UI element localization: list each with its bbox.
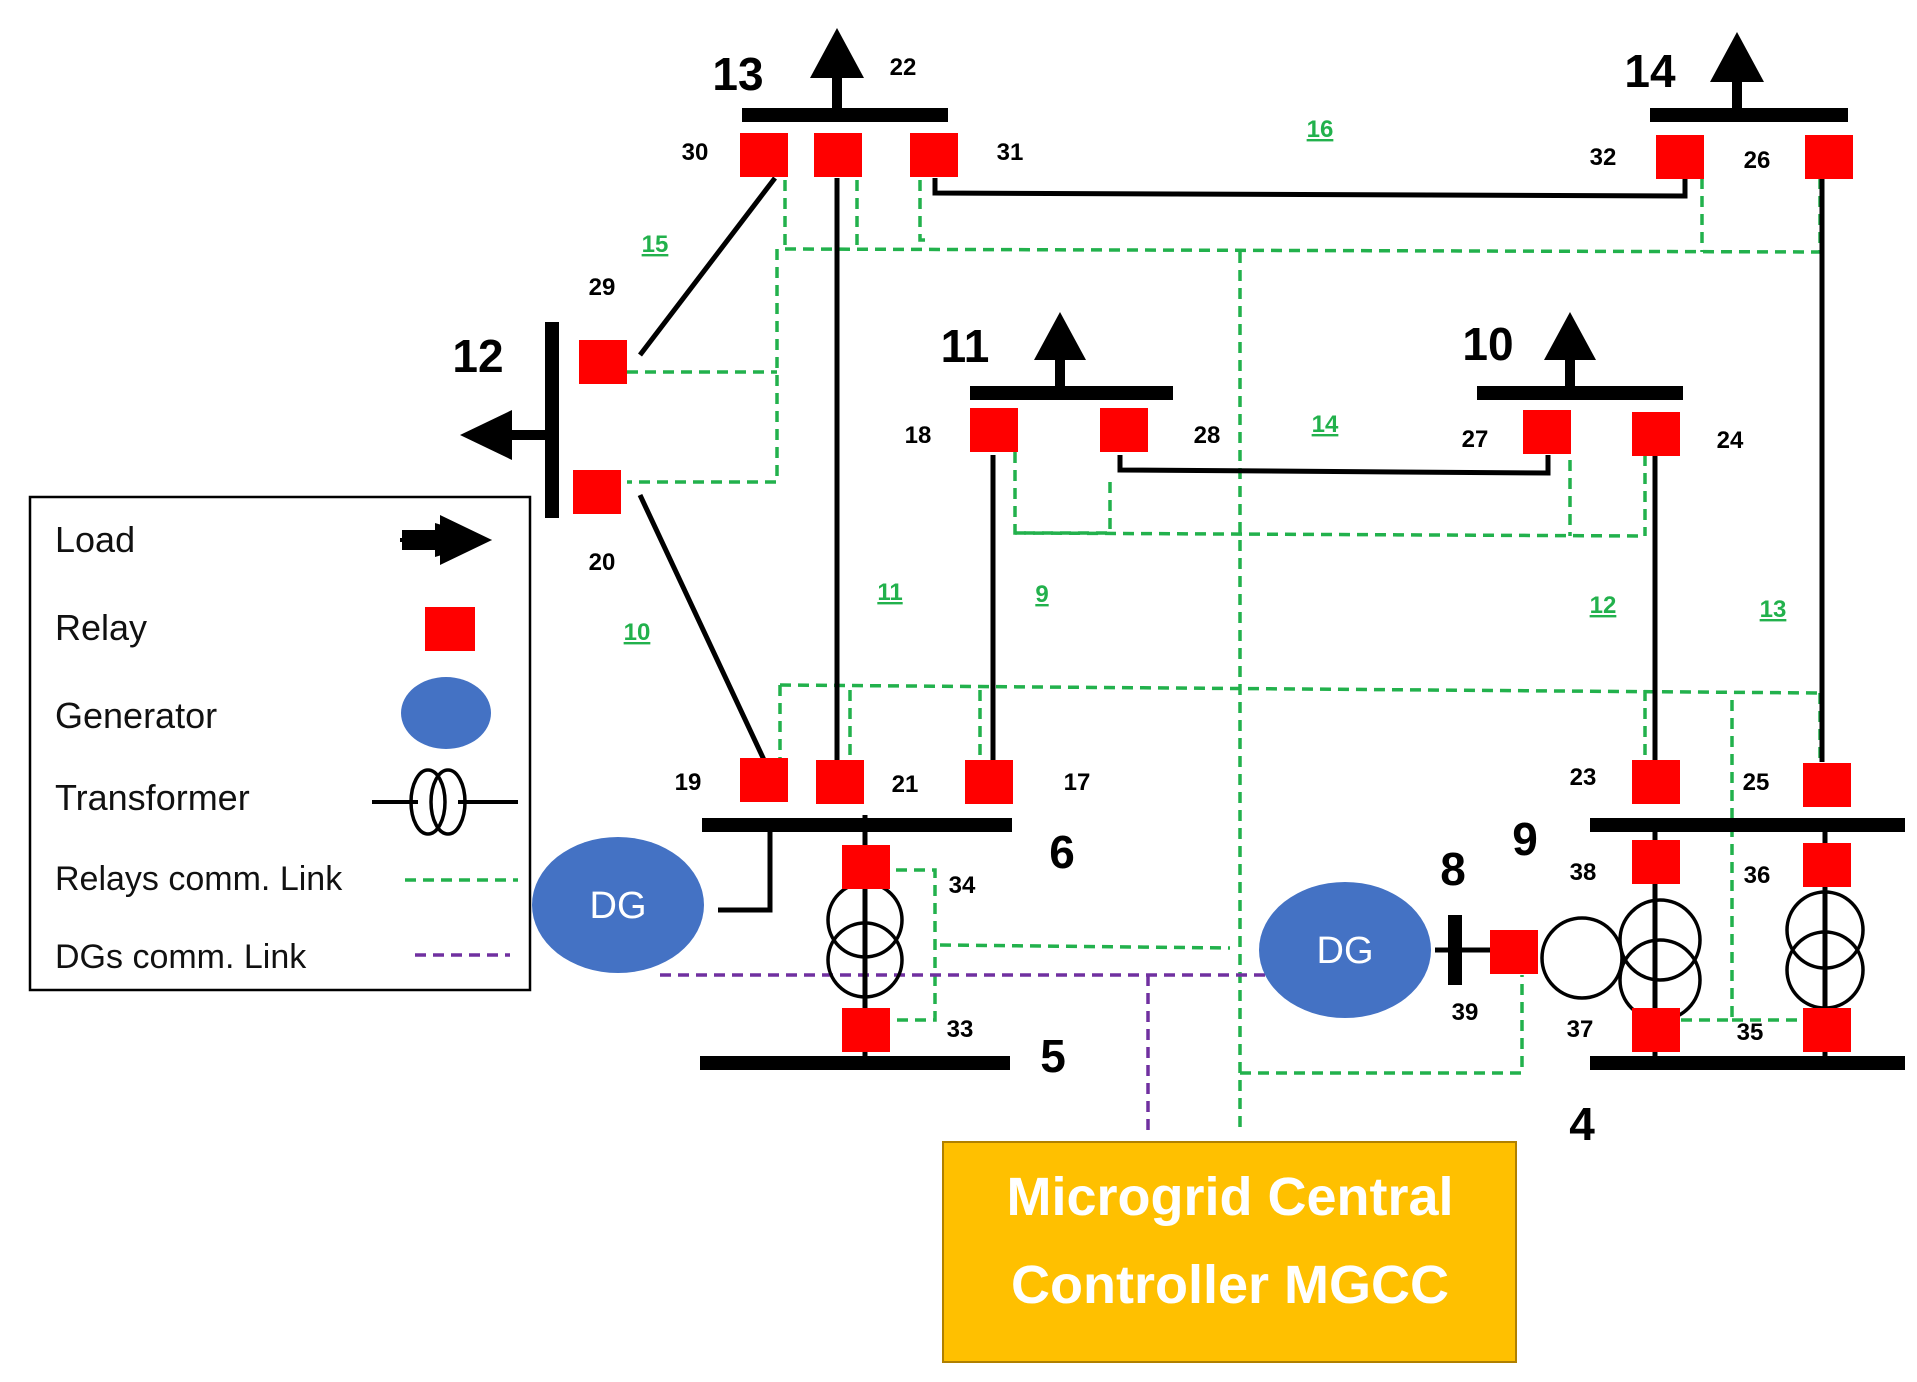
relays-comm-links <box>627 178 1822 1130</box>
relay-label: 17 <box>1064 769 1091 796</box>
load-arrow-icon <box>1544 312 1596 360</box>
bus-label-12: 12 <box>452 330 503 382</box>
relay-19 <box>740 758 788 802</box>
bus-label-13: 13 <box>712 48 763 100</box>
relay-33 <box>842 1008 890 1052</box>
mgcc-box: Microgrid Central Controller MGCC <box>942 1141 1517 1363</box>
line-label: 12 <box>1590 592 1617 619</box>
mgcc-title-line2: Controller MGCC <box>1011 1255 1449 1315</box>
relay-icon <box>425 607 475 651</box>
line-label: 13 <box>1760 596 1787 623</box>
generator-dg-left: DG <box>532 837 704 973</box>
relay-label: 38 <box>1570 859 1597 886</box>
relay-31 <box>910 133 958 177</box>
relay-label: 36 <box>1744 862 1771 889</box>
bus-label-9: 9 <box>1512 813 1538 865</box>
dg-left-label: DG <box>590 885 647 927</box>
bus-labels: 13 14 12 11 10 6 5 4 8 9 <box>452 45 1676 1150</box>
relay-25 <box>1803 763 1851 807</box>
line-label: 10 <box>624 619 651 646</box>
generator-dg-right: DG <box>1259 882 1431 1018</box>
legend-relays-link-label: Relays comm. Link <box>55 860 343 898</box>
relay-label: 20 <box>589 549 616 576</box>
relay-label: 21 <box>892 771 919 798</box>
mgcc-title-line1: Microgrid Central <box>1006 1167 1453 1227</box>
relay-30 <box>740 133 788 177</box>
relay-28 <box>1100 408 1148 452</box>
bus-label-14: 14 <box>1624 45 1676 97</box>
load-arrows <box>460 28 1764 460</box>
bus-label-4: 4 <box>1569 1098 1595 1150</box>
relay-22 <box>814 133 862 177</box>
relay-26 <box>1805 135 1853 179</box>
relay-label: 35 <box>1737 1019 1764 1046</box>
legend-relay-label: Relay <box>55 607 147 648</box>
relay-36 <box>1803 843 1851 887</box>
relay-label: 22 <box>890 54 917 81</box>
relay-labels: 30 22 31 32 26 29 20 18 28 27 24 19 21 1… <box>589 54 1771 1046</box>
line-label: 9 <box>1035 581 1048 608</box>
relays <box>573 133 1853 1052</box>
relay-37 <box>1632 1008 1680 1052</box>
relay-38 <box>1632 840 1680 884</box>
relay-34 <box>842 845 890 889</box>
relay-label: 27 <box>1462 426 1489 453</box>
line-label: 14 <box>1312 411 1339 438</box>
line-label: 15 <box>642 231 669 258</box>
load-arrow-icon <box>810 28 864 78</box>
bus-label-5: 5 <box>1040 1030 1066 1082</box>
relay-20 <box>573 470 621 514</box>
transformer-icon <box>372 768 518 836</box>
relay-21 <box>816 760 864 804</box>
relay-label: 18 <box>905 422 932 449</box>
relay-label: 26 <box>1744 147 1771 174</box>
line-label: 11 <box>877 579 902 606</box>
relay-label: 34 <box>949 872 976 899</box>
buses <box>545 108 1905 1070</box>
relay-32 <box>1656 135 1704 179</box>
load-arrow-icon <box>1710 32 1764 82</box>
relay-29 <box>579 340 627 384</box>
bus-label-6: 6 <box>1049 826 1075 878</box>
load-arrow-icon <box>460 410 512 460</box>
legend-transformer-label: Transformer <box>55 777 250 818</box>
legend-load-label: Load <box>55 519 135 560</box>
relay-label: 30 <box>682 139 709 166</box>
relay-label: 25 <box>1743 769 1770 796</box>
relay-18 <box>970 408 1018 452</box>
legend-generator-label: Generator <box>55 695 217 736</box>
generator-icon <box>401 677 491 749</box>
relay-23 <box>1632 760 1680 804</box>
relay-27 <box>1523 410 1571 454</box>
relay-39 <box>1490 930 1538 974</box>
relay-label: 24 <box>1717 427 1744 454</box>
dgs-comm-links <box>660 973 1280 1135</box>
relay-35 <box>1803 1008 1851 1052</box>
relay-label: 33 <box>947 1016 974 1043</box>
bus-label-10: 10 <box>1462 318 1513 370</box>
relay-label: 31 <box>997 139 1024 166</box>
relay-label: 29 <box>589 274 616 301</box>
bus-label-8: 8 <box>1440 843 1466 895</box>
line-labels: 16 15 14 11 9 12 13 10 <box>624 116 1787 646</box>
legend: Load Relay Generator Transformer Relays … <box>28 495 532 992</box>
dg-right-label: DG <box>1317 930 1374 972</box>
relay-label: 37 <box>1567 1016 1594 1043</box>
load-arrow-icon <box>1034 312 1086 360</box>
legend-dgs-link-label: DGs comm. Link <box>55 938 307 976</box>
relay-17 <box>965 760 1013 804</box>
relay-label: 23 <box>1570 764 1597 791</box>
relay-label: 19 <box>675 769 702 796</box>
relay-label: 28 <box>1194 422 1221 449</box>
load-arrow-icon <box>402 515 492 565</box>
bus-label-11: 11 <box>941 320 990 372</box>
line-label: 16 <box>1307 116 1334 143</box>
relay-24 <box>1632 412 1680 456</box>
relay-label: 32 <box>1590 144 1617 171</box>
relay-label: 39 <box>1452 999 1479 1026</box>
transformer-icon <box>1540 898 1702 1022</box>
